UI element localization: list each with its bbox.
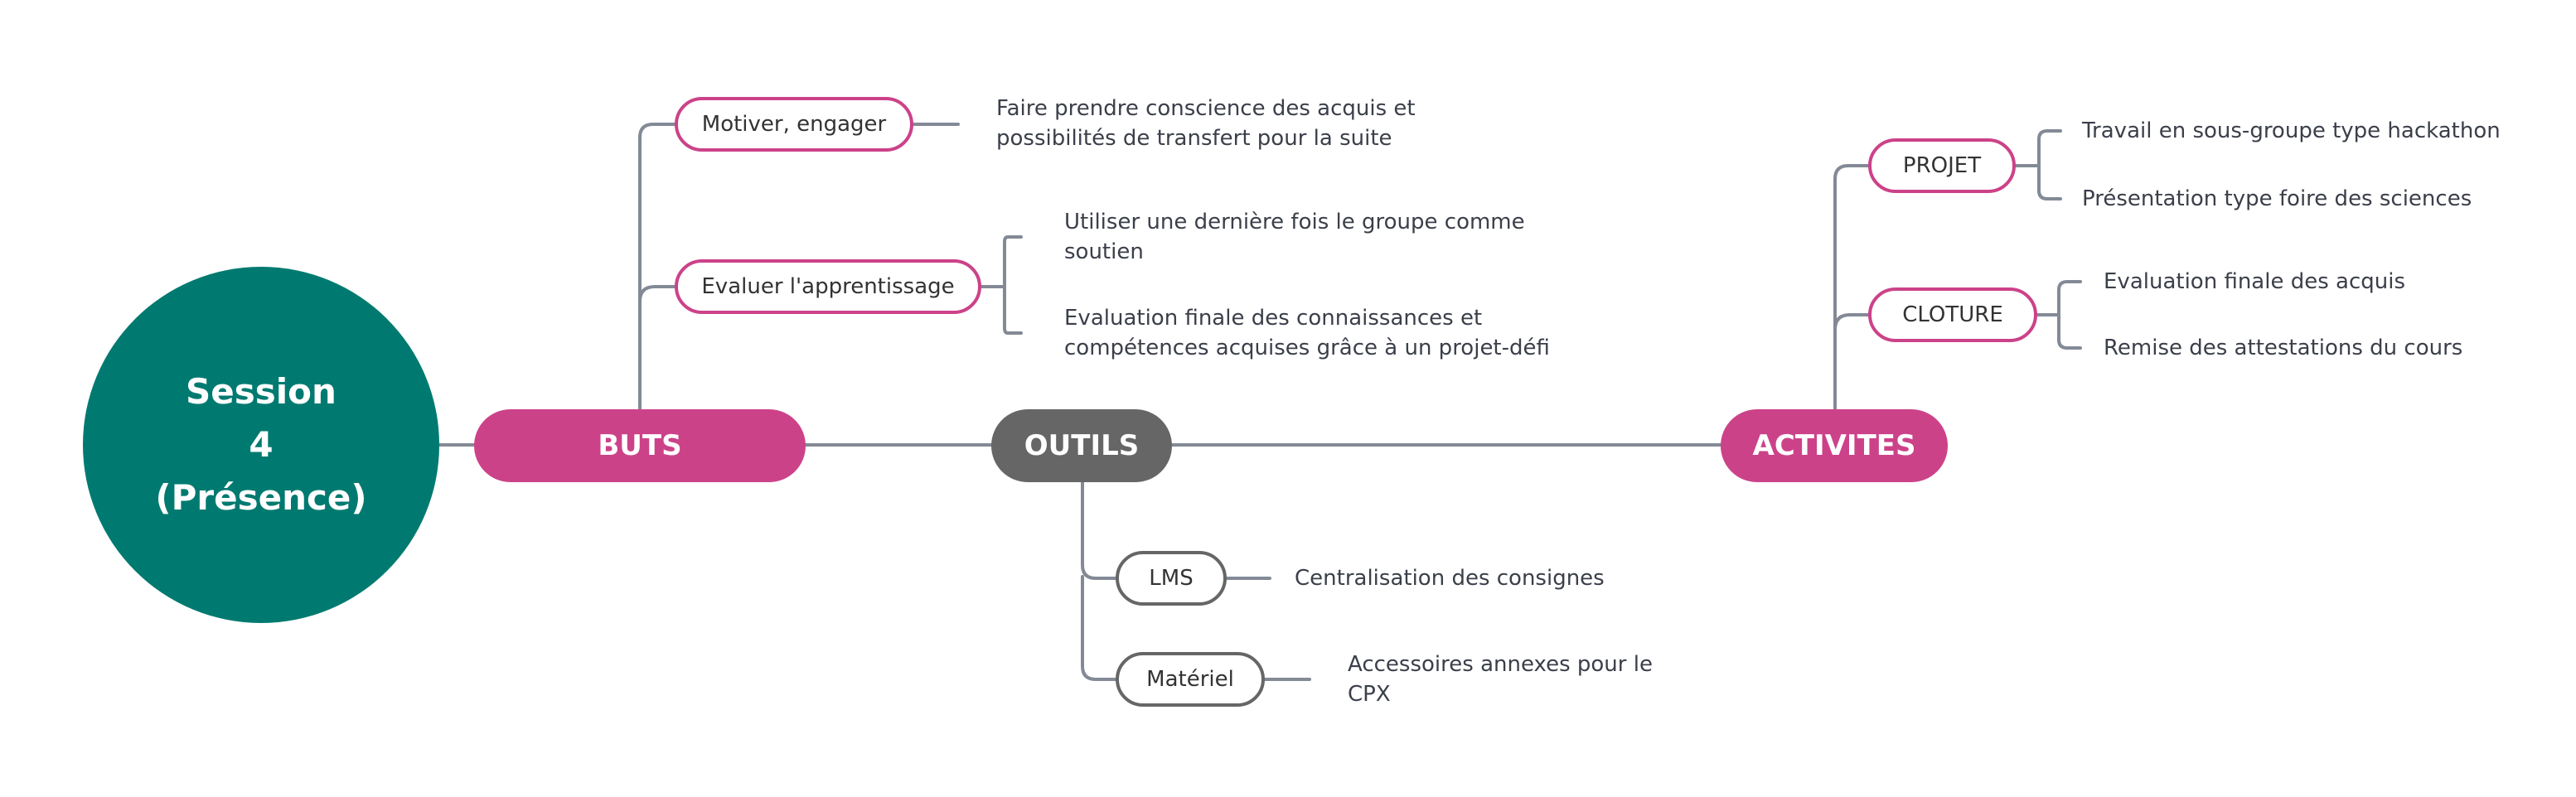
root-line-2: 4	[249, 424, 274, 465]
node-materiel-label: Matériel	[1146, 667, 1234, 692]
connector-cloture-leaves	[2036, 280, 2082, 350]
connector-evaluer-leaves	[980, 235, 1023, 335]
leaf-text-line: soutien	[1064, 239, 1144, 264]
node-activites[interactable]: ACTIVITES	[1721, 409, 1948, 482]
leaf-attestations: Remise des attestations du cours	[2104, 333, 2462, 363]
leaf-text-line: Centralisation des consignes	[1295, 566, 1605, 591]
root-line-3: (Présence)	[155, 477, 367, 518]
node-materiel[interactable]: Matériel	[1116, 652, 1265, 707]
leaf-text-line: possibilités de transfert pour la suite	[996, 126, 1392, 151]
connector-outils-materiel	[1081, 575, 1117, 681]
node-lms-label: LMS	[1149, 566, 1194, 591]
leaf-accessoires-annexes: Accessoires annexes pour le CPX	[1348, 650, 1653, 709]
node-outils[interactable]: OUTILS	[991, 409, 1172, 482]
node-cloture-label: CLOTURE	[1902, 302, 2003, 327]
node-motiver-engager-label: Motiver, engager	[701, 112, 887, 137]
node-buts-label: BUTS	[598, 429, 682, 462]
node-evaluer-apprentissage[interactable]: Evaluer l'apprentissage	[675, 259, 981, 314]
root-line-1: Session	[186, 371, 337, 412]
leaf-evaluation-projet-defi: Evaluation finale des connaissances et c…	[1064, 303, 1550, 363]
connector-activites-cloture	[1833, 313, 1870, 331]
leaf-text-line: compétences acquises grâce à un projet-d…	[1064, 336, 1550, 360]
leaf-groupe-soutien: Utiliser une dernière fois le groupe com…	[1064, 207, 1525, 267]
leaf-text-line: Présentation type foire des sciences	[2082, 186, 2472, 211]
leaf-text-line: Travail en sous-groupe type hackathon	[2082, 118, 2501, 143]
leaf-hackathon: Travail en sous-groupe type hackathon	[2082, 116, 2501, 146]
node-outils-label: OUTILS	[1024, 429, 1140, 462]
node-activites-label: ACTIVITES	[1752, 429, 1916, 462]
node-lms[interactable]: LMS	[1116, 551, 1227, 606]
node-cloture[interactable]: CLOTURE	[1868, 287, 2037, 342]
leaf-prise-de-conscience: Faire prendre conscience des acquis et p…	[996, 94, 1416, 153]
leaf-text-line: CPX	[1348, 682, 1391, 707]
leaf-text-line: Utiliser une dernière fois le groupe com…	[1064, 210, 1525, 234]
connector-buts-motiver	[638, 123, 676, 411]
leaf-text-line: Accessoires annexes pour le	[1348, 652, 1653, 677]
leaf-text-line: Evaluation finale des acquis	[2104, 269, 2406, 294]
node-buts[interactable]: BUTS	[474, 409, 806, 482]
connector-activites-projet	[1833, 164, 1870, 411]
leaf-text-line: Evaluation finale des connaissances et	[1064, 306, 1483, 331]
leaf-evaluation-finale-acquis: Evaluation finale des acquis	[2104, 267, 2405, 297]
connector-projet-leaves	[2014, 129, 2062, 200]
root-node-session[interactable]: Session 4 (Présence)	[83, 267, 439, 623]
node-projet[interactable]: PROJET	[1868, 138, 2016, 193]
node-evaluer-apprentissage-label: Evaluer l'apprentissage	[701, 274, 955, 299]
leaf-text-line: Faire prendre conscience des acquis et	[996, 96, 1416, 121]
leaf-text-line: Remise des attestations du cours	[2104, 336, 2463, 360]
node-projet-label: PROJET	[1902, 153, 1982, 178]
connector-outils-lms	[1081, 481, 1117, 580]
leaf-foire-des-sciences: Présentation type foire des sciences	[2082, 184, 2472, 214]
root-label: Session 4 (Présence)	[155, 365, 366, 524]
connector-buts-evaluer	[638, 285, 676, 303]
node-motiver-engager[interactable]: Motiver, engager	[675, 97, 913, 152]
leaf-centralisation-consignes: Centralisation des consignes	[1295, 563, 1605, 593]
